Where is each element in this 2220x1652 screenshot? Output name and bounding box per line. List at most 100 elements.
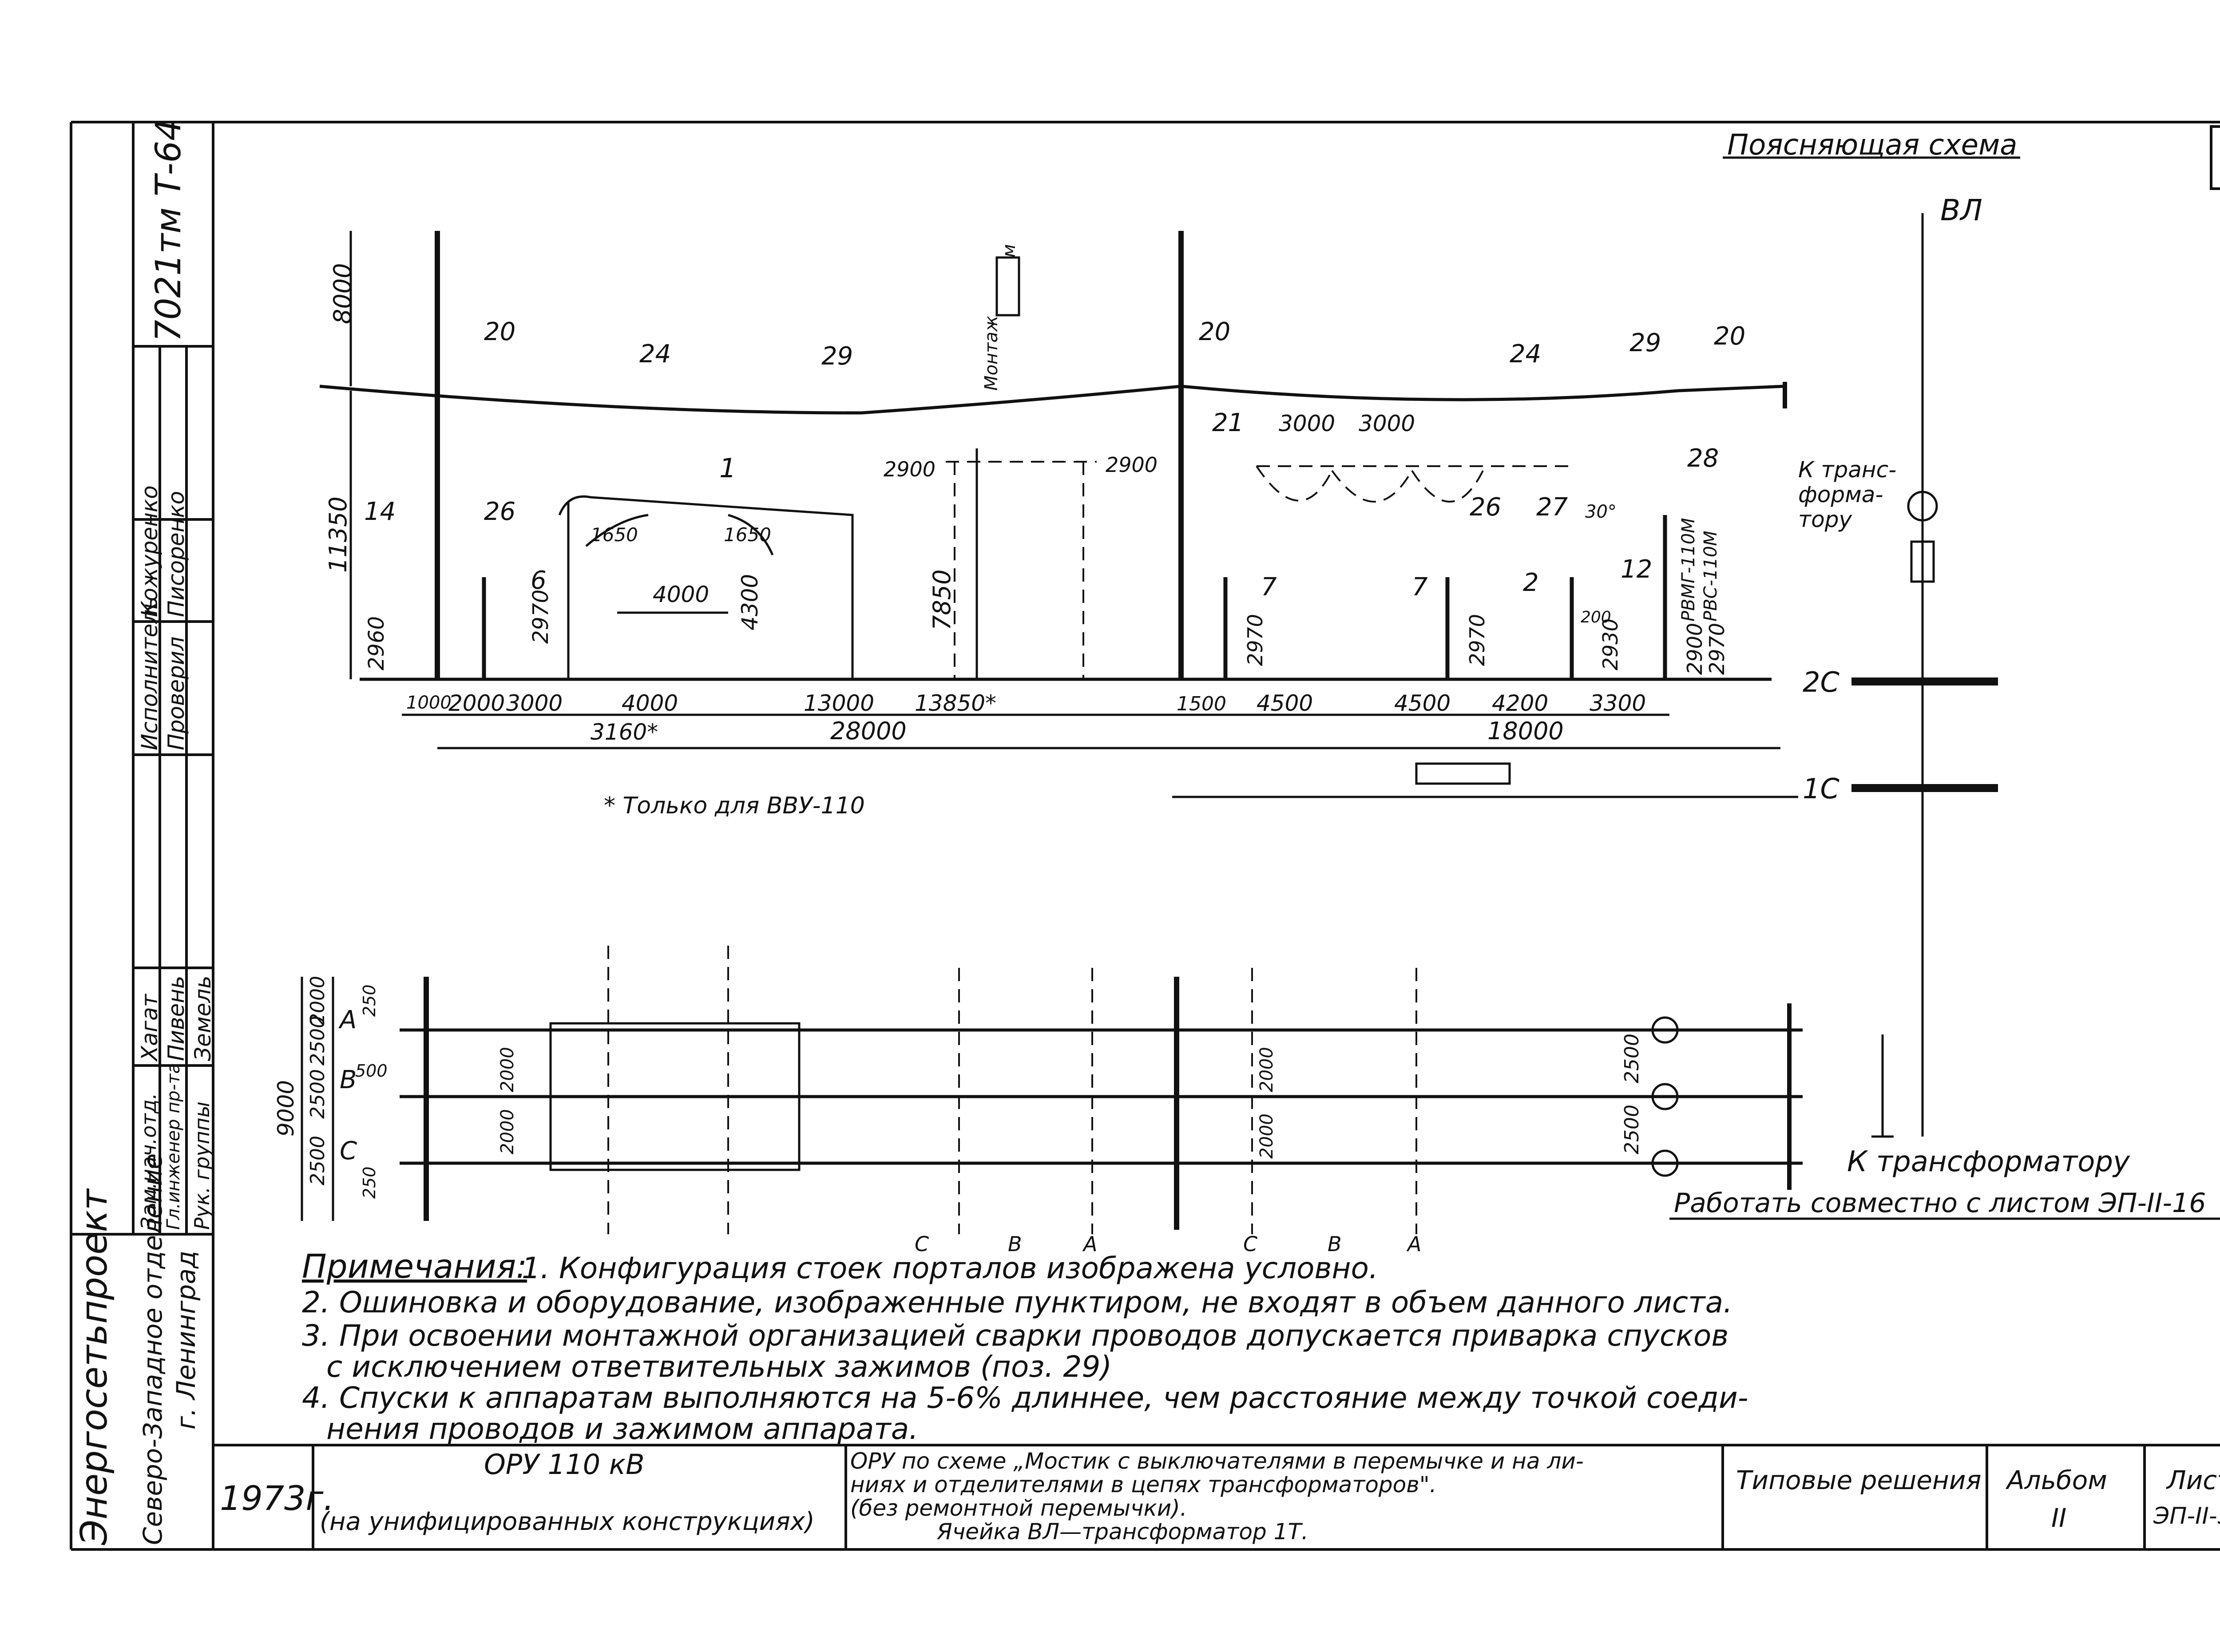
ct-phase-c — [1651, 1149, 1679, 1177]
notes-heading: Примечания: — [302, 1248, 527, 1286]
pos-label-7-a: 7 — [1261, 573, 1277, 602]
arrester-label-2: РВС-110М — [1701, 531, 1721, 622]
dim-8000: 8000 — [329, 263, 357, 324]
plan-dim-2000-b: 2000 — [497, 1047, 518, 1092]
arc-1650-left — [585, 514, 649, 547]
dim-inner-3000-a: 3000 — [1279, 411, 1336, 436]
plan-bottom-a-left: A — [1083, 1232, 1098, 1256]
titleblock-desc-4: Ячейка ВЛ—трансформатор 1Т. — [937, 1519, 1308, 1545]
pos-label-21: 21 — [1212, 408, 1244, 437]
plan-dim-2500-a: 2500 — [306, 1136, 329, 1185]
schematic-top-label: ВЛ — [1940, 193, 1982, 227]
dim-bottom-4200: 4200 — [1492, 690, 1549, 716]
org-line-1: Энергосетьпроект — [73, 1189, 115, 1545]
schematic-bus-1c: 1С — [1803, 773, 1839, 805]
pos-label-27: 27 — [1536, 493, 1568, 522]
signature-role-4: Гл.инженер пр-та — [163, 1062, 184, 1230]
work-together-note: Работать совместно с листом ЭП-II-16 — [1674, 1188, 2206, 1219]
dim-4300: 4300 — [737, 574, 763, 630]
note-3: 3. При освоении монтажной организацией с… — [302, 1319, 1729, 1353]
schematic-arrester — [1871, 1034, 1894, 1138]
note-3-cont: с исключением ответвительных зажимов (по… — [326, 1350, 1112, 1384]
dim-bottom-3160: 3160* — [591, 719, 658, 745]
page-corner-box — [2210, 125, 2220, 190]
plan-dim-right-2500-b: 2500 — [1621, 1105, 1643, 1154]
dim-bottom-2000: 2000 — [448, 690, 505, 716]
dim-inner-3000-b: 3000 — [1359, 411, 1415, 436]
dim-2970-a: 2970 — [528, 589, 553, 644]
pos-label-20-right: 20 — [1714, 322, 1746, 351]
dim-2970-c: 2970 — [1465, 614, 1489, 666]
schematic-bottom-label: К трансформатору — [1847, 1145, 2130, 1178]
plan-phase-b: B — [340, 1066, 357, 1094]
titleblock-sheet-value: ЭП-II-5. — [2153, 1503, 2220, 1529]
dim-bottom-1000: 1000 — [406, 693, 452, 713]
plan-bottom-c-left: C — [915, 1232, 929, 1256]
titleblock-year: 1973г. — [220, 1478, 334, 1518]
dim-inner-1650-a: 1650 — [591, 524, 638, 546]
plan-view — [301, 946, 1803, 1234]
ct-phase-b — [1651, 1083, 1679, 1110]
pos-label-6: 6 — [531, 566, 547, 595]
plan-bottom-c-right: C — [1243, 1232, 1258, 1256]
schematic-bus-2c: 2С — [1803, 666, 1839, 698]
plan-dim-250-a: 250 — [360, 984, 379, 1017]
note-4-cont: нения проводов и зажимом аппарата. — [326, 1412, 919, 1446]
dashed-droop-2 — [1331, 470, 1413, 503]
arrester-label-1: РВМГ-110М — [1678, 518, 1699, 622]
pos-label-24-left: 24 — [639, 340, 671, 368]
plan-dim-500: 500 — [355, 1061, 388, 1081]
dim-2970-d: 2970 — [1705, 622, 1729, 675]
titleblock-desc-3: (без ремонтной перемычки). — [850, 1495, 1187, 1521]
schematic-device-box — [1910, 540, 1935, 583]
plan-dim-mid-2000-a: 2000 — [1257, 1047, 1277, 1092]
plan-dim-9000-label: 9000 — [273, 1080, 299, 1137]
dim-2900: 2900 — [1683, 622, 1707, 675]
pos-label-28: 28 — [1687, 444, 1719, 473]
note-4: 4. Спуски к аппаратам выполняются на 5-6… — [302, 1381, 1748, 1415]
dim-inner-200: 200 — [1581, 608, 1611, 626]
section-view — [319, 231, 1798, 798]
signature-name-1: Кожуренко — [137, 485, 163, 617]
titleblock-name-2: (на унифицированных конструкциях) — [320, 1507, 815, 1536]
pos-label-29-left: 29 — [821, 342, 853, 371]
titleblock-album-label: Альбом — [2007, 1465, 2107, 1495]
pos-label-24-right: 24 — [1510, 340, 1542, 368]
titleblock-name-1: ОРУ 110 кВ — [484, 1448, 645, 1481]
signature-name-4: Пивень — [163, 975, 189, 1061]
pos-label-7-b: 7 — [1412, 573, 1428, 602]
plan-dim-2500-c: 2500 — [306, 1016, 329, 1066]
titleblock-sheet-label: Лист — [2167, 1465, 2220, 1495]
plan-bottom-b-right: B — [1328, 1232, 1342, 1256]
pos-label-14: 14 — [364, 497, 396, 526]
dim-7850: 7850 — [928, 569, 956, 630]
plan-bottom-b-left: B — [1008, 1232, 1022, 1256]
signature-role-1: Исполнитель — [137, 596, 163, 750]
montage-label: Монтаж — [981, 316, 1002, 391]
header-label: Поясняющая схема — [1727, 129, 2018, 162]
pos-label-1: 1 — [719, 453, 737, 484]
dim-bottom-13000: 13000 — [804, 690, 875, 716]
dashed-droop-1 — [1256, 465, 1333, 502]
titleblock-desc-1: ОРУ по схеме „Мостик с выключателями в п… — [850, 1448, 1584, 1474]
signature-role-2: Проверил — [163, 636, 189, 750]
dim-inner-1650-b: 1650 — [724, 524, 771, 546]
signature-name-5: Земель — [190, 975, 216, 1061]
titleblock-series: Типовые решения — [1736, 1465, 1982, 1495]
ct-phase-a — [1651, 1016, 1679, 1044]
plan-breaker-outline — [549, 1022, 801, 1171]
plan-phase-c: C — [340, 1137, 357, 1165]
dim-bottom-28000: 28000 — [830, 717, 907, 745]
note-1: 1. Конфигурация стоек порталов изображен… — [522, 1251, 1378, 1285]
titleblock-album-value: II — [2051, 1503, 2067, 1533]
dim-bottom-4500-b: 4500 — [1394, 690, 1451, 716]
dim-bottom-4500-a: 4500 — [1257, 690, 1313, 716]
pos-label-26-right: 26 — [1470, 493, 1502, 522]
pos-label-29-right-top: 29 — [1629, 329, 1661, 357]
signature-name-3: Хагат — [137, 994, 163, 1061]
signature-role-5: Рук. группы — [190, 1101, 214, 1230]
plan-dim-mid-2000-b: 2000 — [1257, 1113, 1277, 1159]
pos-label-20-left: 20 — [484, 317, 516, 346]
pos-label-2: 2 — [1523, 568, 1539, 597]
dim-2970-b: 2970 — [1243, 614, 1267, 666]
